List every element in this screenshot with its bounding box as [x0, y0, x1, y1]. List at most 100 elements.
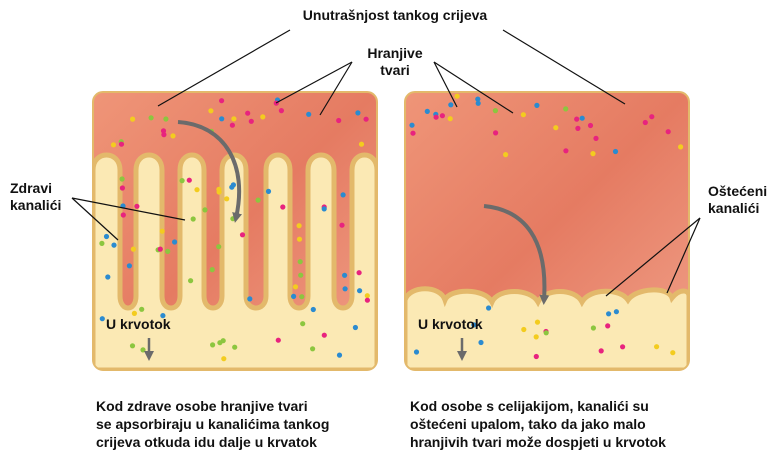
nutrient-dot: [219, 116, 224, 121]
nutrient-dot: [434, 115, 439, 120]
nutrient-dot: [654, 344, 659, 349]
nutrient-dot: [130, 343, 135, 348]
nutrient-dot: [574, 117, 579, 122]
healthy-villi-label-line2: kanalići: [10, 197, 61, 214]
bloodstream-label-left: U krvotok: [106, 316, 171, 333]
nutrient-dot: [217, 340, 222, 345]
nutrient-dot: [247, 296, 252, 301]
left-tissue-healthy-villi: [93, 155, 377, 370]
nutrient-dot: [535, 320, 540, 325]
nutrient-dot: [666, 129, 671, 134]
nutrient-dot: [111, 142, 116, 147]
nutrient-dot: [563, 106, 568, 111]
nutrient-dot: [425, 109, 430, 114]
nutrient-dot: [414, 349, 419, 354]
nutrient-dot: [534, 354, 539, 359]
nutrient-dot: [210, 267, 215, 272]
nutrient-dot: [678, 144, 683, 149]
nutrient-dot: [606, 311, 611, 316]
nutrient-dot: [293, 284, 298, 289]
nutrient-dot: [134, 204, 139, 209]
nutrient-dot: [276, 338, 281, 343]
nutrients-label-line2: tvari: [355, 62, 435, 79]
nutrient-dot: [140, 347, 145, 352]
nutrient-dot: [216, 187, 221, 192]
nutrient-dot: [643, 120, 648, 125]
nutrient-dot: [188, 278, 193, 283]
nutrient-dot: [160, 229, 165, 234]
nutrient-dot: [105, 274, 110, 279]
healthy-villi-label-line1: Zdravi: [10, 180, 61, 197]
nutrient-dot: [163, 116, 168, 121]
nutrient-dot: [493, 108, 498, 113]
nutrient-dot: [337, 353, 342, 358]
nutrient-dot: [266, 189, 271, 194]
nutrient-dot: [149, 115, 154, 120]
nutrient-dot: [649, 114, 654, 119]
nutrient-dot: [127, 263, 132, 268]
nutrient-dot: [341, 192, 346, 197]
nutrient-dot: [260, 114, 265, 119]
nutrient-dot: [440, 113, 445, 118]
nutrients-label-line1: Hranjive: [355, 45, 435, 62]
nutrient-dot: [280, 204, 285, 209]
nutrient-dot: [130, 117, 135, 122]
nutrient-dot: [229, 185, 234, 190]
nutrient-dot: [161, 132, 166, 137]
nutrient-dot: [448, 102, 453, 107]
nutrient-dot: [534, 334, 539, 339]
nutrient-dot: [311, 307, 316, 312]
nutrient-dot: [336, 118, 341, 123]
nutrient-dot: [553, 125, 558, 130]
nutrient-dot: [221, 356, 226, 361]
nutrient-dot: [121, 212, 126, 217]
nutrient-dot: [593, 136, 598, 141]
nutrient-dot: [230, 123, 235, 128]
nutrient-dot: [357, 288, 362, 293]
nutrient-dot: [119, 142, 124, 147]
nutrient-dot: [591, 325, 596, 330]
damaged-villi-label-line2: kanalići: [708, 200, 767, 217]
nutrient-dot: [359, 142, 364, 147]
nutrient-dot: [599, 348, 604, 353]
nutrient-dot: [620, 344, 625, 349]
nutrient-dot: [342, 273, 347, 278]
nutrient-dot: [300, 321, 305, 326]
nutrient-dot: [365, 293, 370, 298]
bloodstream-label-right: U krvotok: [418, 316, 483, 333]
nutrient-dot: [232, 345, 237, 350]
nutrient-dot: [299, 294, 304, 299]
nutrient-dot: [210, 342, 215, 347]
nutrient-dot: [100, 316, 105, 321]
caption-celiac: Kod osobe s celijakijom, kanalići su ošt…: [410, 397, 730, 451]
nutrient-dot: [563, 148, 568, 153]
nutrient-dot: [605, 323, 610, 328]
nutrient-dot: [165, 249, 170, 254]
nutrient-dot: [158, 247, 163, 252]
nutrient-dot: [353, 325, 358, 330]
nutrient-dot: [410, 131, 415, 136]
nutrient-dot: [503, 152, 508, 157]
nutrient-dot: [306, 112, 311, 117]
nutrient-dot: [191, 216, 196, 221]
nutrient-dot: [187, 178, 192, 183]
nutrient-dot: [240, 232, 245, 237]
nutrient-dot: [297, 223, 302, 228]
nutrient-dot: [455, 94, 460, 99]
nutrient-dot: [256, 198, 261, 203]
nutrients-label: Hranjive tvari: [355, 45, 435, 79]
nutrient-dot: [298, 273, 303, 278]
nutrient-dot: [297, 237, 302, 242]
nutrient-dot: [120, 176, 125, 181]
nutrient-dot: [670, 350, 675, 355]
nutrient-dot: [322, 333, 327, 338]
nutrient-dot: [139, 307, 144, 312]
nutrient-dot: [172, 239, 177, 244]
nutrient-dot: [590, 151, 595, 156]
nutrient-dot: [170, 133, 175, 138]
nutrient-dot: [249, 119, 254, 124]
nutrient-dot: [357, 270, 362, 275]
nutrient-dot: [202, 207, 207, 212]
nutrient-dot: [521, 112, 526, 117]
